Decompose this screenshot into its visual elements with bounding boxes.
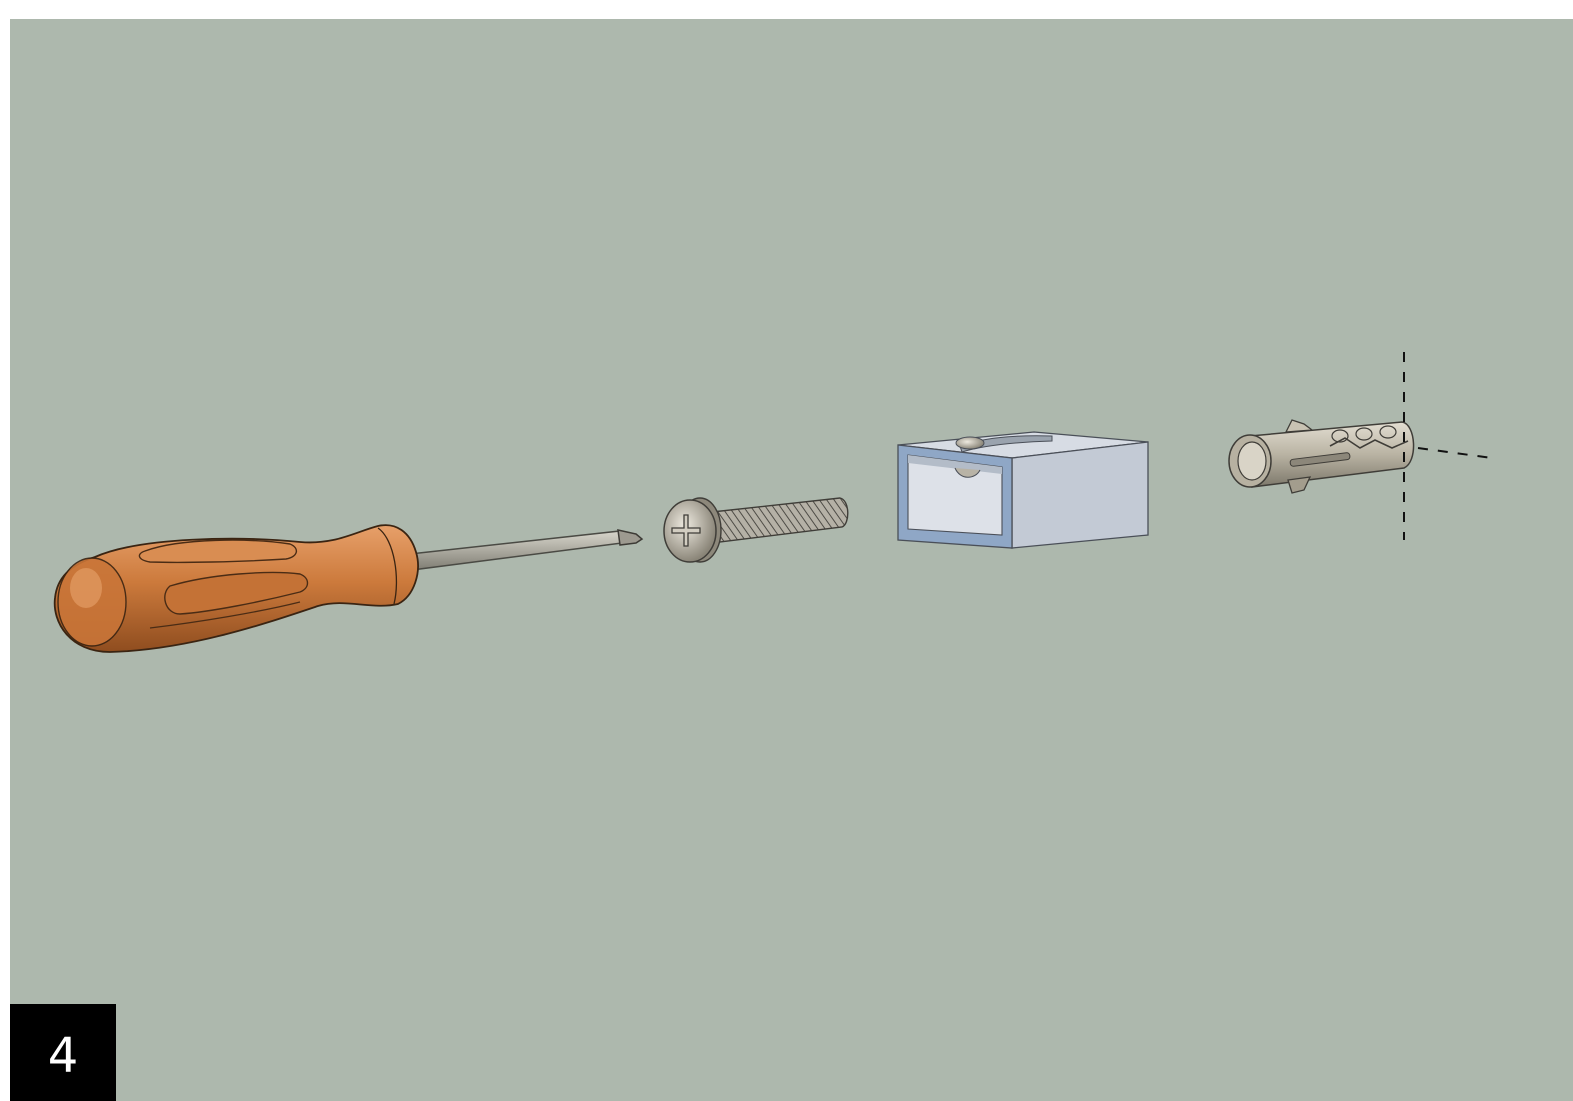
wall-plug-ridge-2	[1355, 427, 1373, 441]
wall-plug-opening	[1237, 441, 1267, 481]
wall-plug-slot	[1289, 452, 1351, 467]
screwdriver-icon	[53, 524, 644, 653]
end-cap-highlight	[70, 568, 102, 608]
phillips-cross-icon	[671, 514, 701, 547]
bracket-icon	[897, 431, 1149, 549]
wall-plug-fin-top	[1284, 419, 1314, 433]
step-number-badge: 4	[10, 1004, 116, 1101]
wall-plug-ridge-1	[1331, 429, 1349, 443]
wall-plug-ridge-3	[1379, 425, 1397, 439]
screw-icon	[663, 497, 849, 563]
screwdriver-tip	[617, 529, 644, 546]
bracket-inner-shadow	[908, 455, 1002, 474]
wall-plug-zigzag	[1329, 437, 1409, 449]
axis-guide-lines	[1403, 352, 1493, 540]
bracket-front-opening	[907, 454, 1003, 536]
grip-groove-top	[138, 539, 297, 564]
bracket-inner-screw	[954, 467, 981, 478]
bracket-screw-head	[955, 436, 985, 450]
step-number: 4	[47, 1027, 79, 1084]
bracket-right-face	[1011, 441, 1149, 549]
horizontal-axis-line	[1417, 447, 1493, 459]
screw-thread	[711, 497, 849, 544]
screwdriver-shaft	[409, 530, 623, 571]
wall-plug-fin-bottom	[1287, 476, 1312, 494]
grip-groove-middle	[164, 571, 309, 615]
exploded-view-illustration	[53, 352, 1493, 653]
screwdriver-ferrule	[377, 527, 398, 605]
grip-groove-bottom	[149, 601, 301, 629]
assembly-scene	[10, 19, 1573, 1101]
wall-plug-icon	[1228, 419, 1415, 494]
